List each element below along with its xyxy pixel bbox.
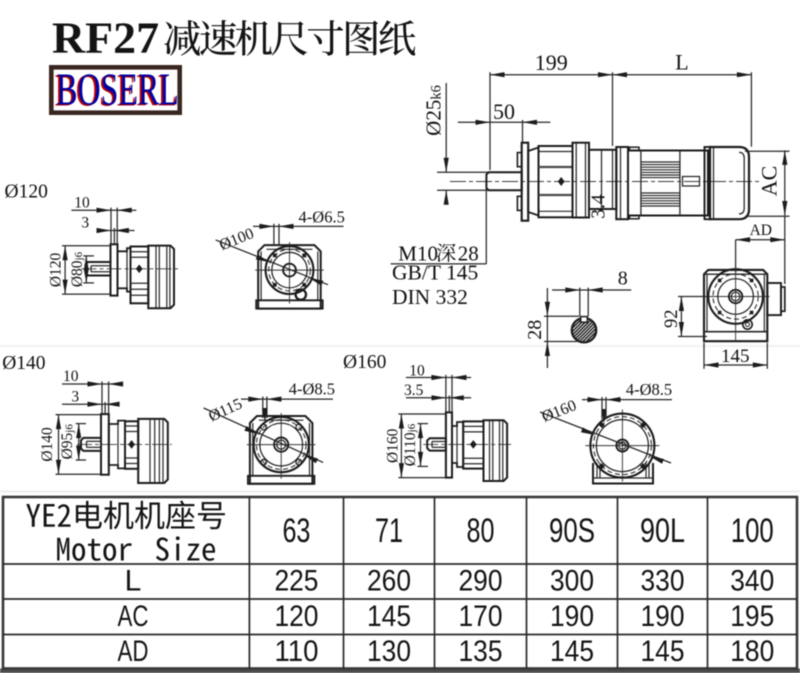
svg-text:Ø110j6: Ø110j6 [402,423,419,466]
svg-text:Ø140: Ø140 [39,427,56,462]
svg-text:RF27: RF27 [52,14,159,63]
svg-text:DIN 332: DIN 332 [392,285,468,309]
svg-text:71: 71 [375,512,403,550]
svg-text:3.5: 3.5 [404,382,424,399]
svg-text:Ø80j6: Ø80j6 [69,251,86,287]
svg-text:120: 120 [274,600,318,633]
svg-text:260: 260 [367,565,411,598]
svg-text:GB/T 145: GB/T 145 [392,261,478,285]
svg-text:90L: 90L [640,512,685,550]
svg-text:90S: 90S [549,512,595,550]
svg-text:92: 92 [662,309,682,328]
svg-text:Ø120: Ø120 [5,182,48,203]
svg-text:10: 10 [63,368,79,385]
svg-text:3.4: 3.4 [588,194,609,219]
svg-text:340: 340 [730,565,774,598]
svg-text:135: 135 [459,635,503,668]
svg-text:145: 145 [367,600,411,633]
svg-text:Ø95j6: Ø95j6 [59,424,76,460]
svg-text:4-Ø8.5: 4-Ø8.5 [289,380,335,399]
svg-text:63: 63 [282,512,310,550]
svg-text:145: 145 [721,346,750,367]
svg-text:AD: AD [118,635,149,668]
svg-text:28: 28 [458,241,479,265]
svg-text:Ø120: Ø120 [47,252,64,287]
svg-text:Ø160: Ø160 [384,428,401,463]
svg-text:4-Ø8.5: 4-Ø8.5 [626,380,672,399]
svg-text:Ø160: Ø160 [343,352,386,373]
svg-text:BOSERL: BOSERL [55,65,178,116]
svg-text:100: 100 [731,512,774,550]
svg-text:180: 180 [730,635,774,668]
svg-text:BOSERL: BOSERL [56,64,179,115]
svg-text:190: 190 [550,600,594,633]
svg-text:80: 80 [467,512,495,550]
svg-text:3: 3 [81,214,89,231]
svg-text:10: 10 [409,362,425,379]
svg-text:AC: AC [118,600,149,633]
svg-text:Ø140: Ø140 [2,353,45,374]
svg-text:50: 50 [493,99,515,124]
svg-text:L: L [125,565,142,598]
svg-text:8: 8 [618,268,628,290]
svg-text:130: 130 [367,635,411,668]
svg-text:4-Ø6.5: 4-Ø6.5 [299,207,345,226]
svg-text:10: 10 [74,195,90,212]
svg-text:110: 110 [274,635,318,668]
svg-text:300: 300 [550,565,594,598]
svg-text:225: 225 [274,565,318,598]
svg-text:3: 3 [71,388,79,405]
svg-text:195: 195 [730,600,774,633]
svg-text:330: 330 [641,565,685,598]
svg-text:199: 199 [535,50,568,75]
svg-text:28: 28 [524,320,546,340]
svg-text:145: 145 [641,635,685,668]
svg-text:290: 290 [459,565,503,598]
svg-text:M10: M10 [398,241,438,265]
svg-text:190: 190 [641,600,685,633]
svg-text:170: 170 [459,600,503,633]
svg-text:145: 145 [550,635,594,668]
svg-text:AD: AD [750,222,772,239]
svg-text:AC: AC [757,166,782,197]
svg-text:L: L [675,50,688,75]
